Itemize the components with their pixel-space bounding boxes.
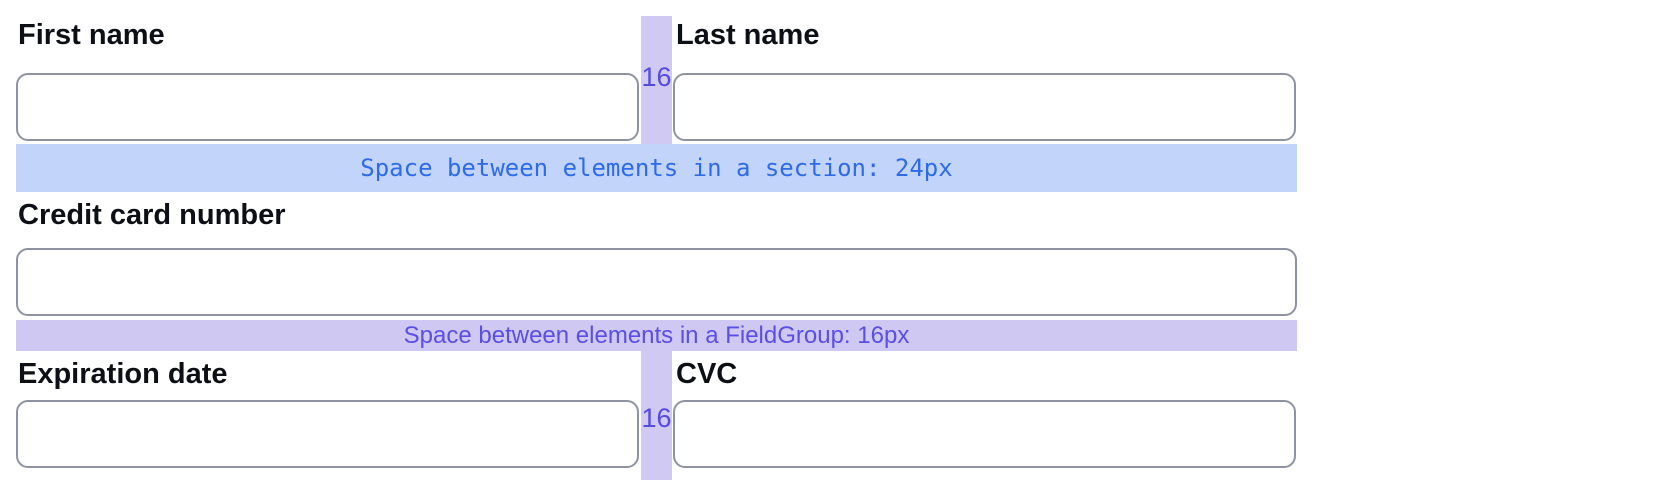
expiration-date-label: Expiration date (18, 358, 228, 390)
last-name-label: Last name (676, 19, 820, 51)
column-gap-value-bottom: 16 (641, 403, 672, 433)
section-spacing-annotation: Space between elements in a section: 24p… (360, 154, 953, 182)
column-gap-strip-top (641, 16, 672, 144)
cvc-label: CVC (676, 358, 738, 390)
credit-card-number-label: Credit card number (18, 199, 286, 231)
first-name-input[interactable] (16, 73, 639, 141)
column-gap-value-top: 16 (641, 62, 672, 92)
credit-card-number-input[interactable] (16, 248, 1297, 316)
fieldgroup-spacing-band: Space between elements in a FieldGroup: … (16, 320, 1297, 351)
cvc-input[interactable] (673, 400, 1296, 468)
fieldgroup-spacing-annotation: Space between elements in a FieldGroup: … (403, 321, 910, 349)
section-spacing-band: Space between elements in a section: 24p… (16, 144, 1297, 192)
column-gap-strip-bottom (641, 351, 672, 480)
first-name-label: First name (18, 19, 165, 51)
expiration-date-input[interactable] (16, 400, 639, 468)
last-name-input[interactable] (673, 73, 1296, 141)
